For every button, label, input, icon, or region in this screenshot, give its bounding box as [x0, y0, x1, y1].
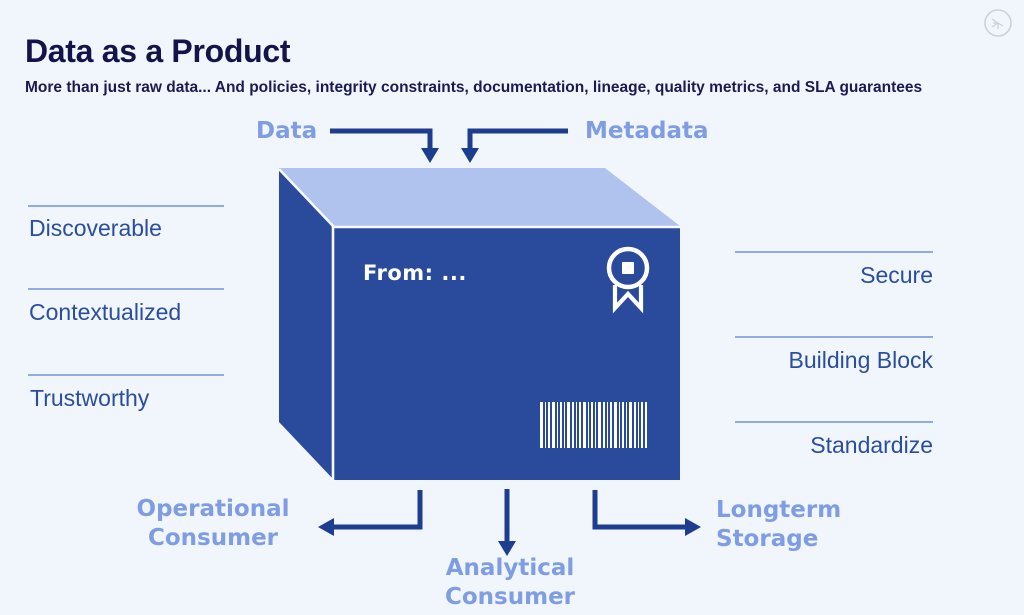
- operational-consumer-label: Operational Consumer: [136, 496, 290, 551]
- divider-line: [28, 288, 224, 290]
- divider-line: [735, 421, 933, 423]
- box-left-face: [279, 168, 334, 480]
- page-title: Data as a Product: [25, 33, 291, 70]
- property-secure: Secure: [860, 262, 933, 288]
- divider-line: [735, 336, 933, 338]
- longterm-storage-arrow: [592, 490, 701, 536]
- longterm-storage-label: Longterm Storage: [716, 497, 842, 552]
- property-discoverable: Discoverable: [29, 215, 162, 241]
- data-input-label: Data: [256, 118, 318, 144]
- property-standardize: Standardize: [810, 432, 933, 458]
- barcode-icon: [540, 402, 647, 448]
- property-trustworthy: Trustworthy: [30, 385, 150, 411]
- operational-consumer-arrow: [318, 490, 423, 536]
- award-ribbon-icon: [606, 246, 650, 314]
- package-box: [278, 168, 681, 481]
- box-top-face: [279, 168, 680, 226]
- divider-line: [28, 205, 224, 207]
- box-from-label: From: ...: [363, 261, 467, 285]
- divider-line: [735, 251, 933, 253]
- box-edge-highlights: [278, 168, 681, 481]
- property-building-block: Building Block: [788, 347, 933, 373]
- divider-line: [28, 374, 224, 376]
- analytical-consumer-label: Analytical Consumer: [444, 555, 576, 610]
- metadata-input-label: Metadata: [585, 118, 709, 144]
- data-input-arrow: [330, 128, 439, 163]
- pinwheel-logo-icon: [984, 9, 1012, 37]
- flow-arrows: [318, 128, 701, 556]
- box-front-face: [334, 226, 680, 480]
- analytical-consumer-arrow: [498, 489, 516, 556]
- metadata-input-arrow: [461, 128, 568, 163]
- page-subtitle: More than just raw data... And policies,…: [25, 78, 923, 96]
- property-contextualized: Contextualized: [29, 299, 182, 325]
